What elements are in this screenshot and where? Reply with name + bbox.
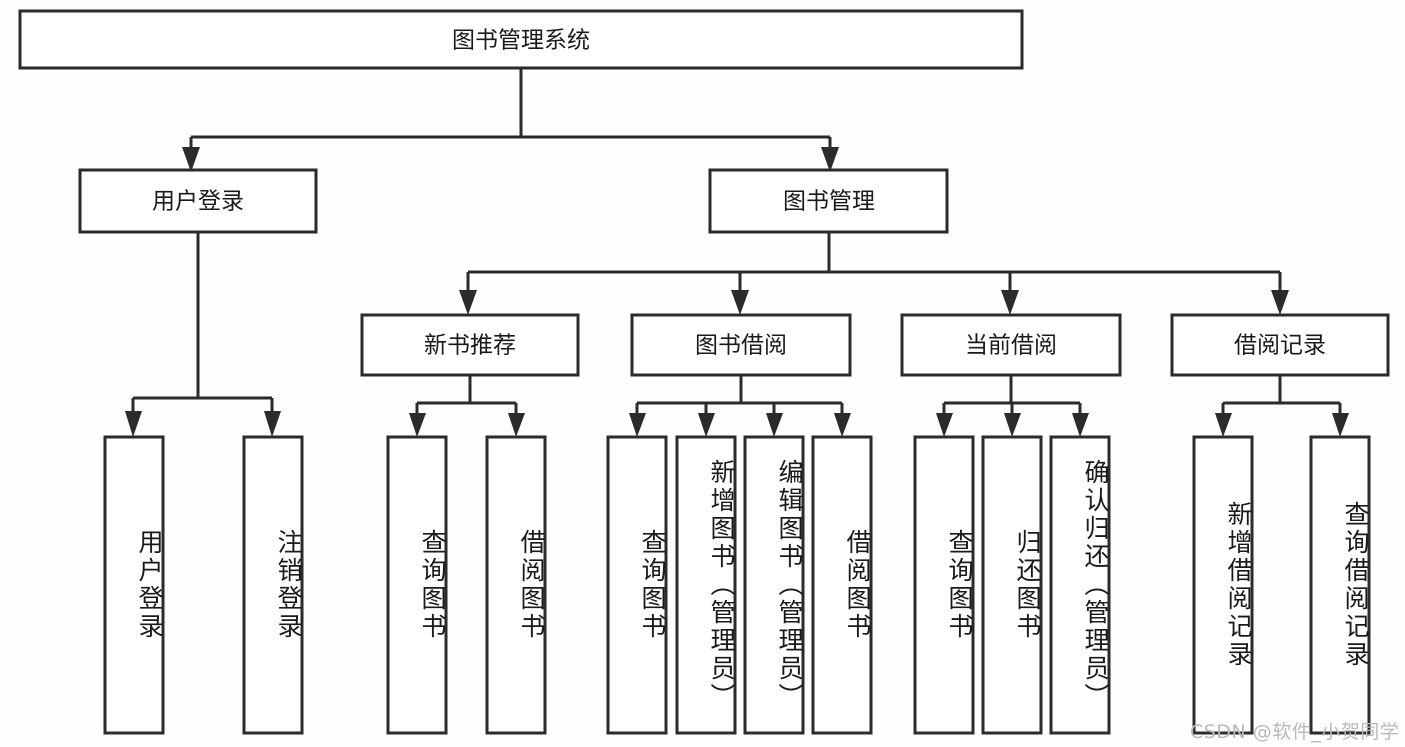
node-borrow-record[interactable]: 借阅记录	[1170, 313, 1390, 377]
leaf-add-book-box[interactable]	[675, 435, 737, 735]
node-new-book-recommend[interactable]: 新书推荐	[360, 313, 580, 377]
arrow-head-icon	[1332, 413, 1349, 437]
node-current-borrow-label: 当前借阅	[965, 333, 1057, 359]
leaf-return-book-box[interactable]	[981, 435, 1043, 735]
node-root-label: 图书管理系统	[452, 28, 590, 54]
arrow-head-icon	[936, 413, 953, 437]
arrow-head-icon	[125, 411, 142, 437]
node-current-borrow[interactable]: 当前借阅	[900, 313, 1122, 377]
arrow-head-icon	[1215, 413, 1232, 437]
node-current-borrow-box[interactable]	[900, 313, 1122, 377]
leaf-edit-book-box[interactable]	[743, 435, 805, 735]
arrow-head-icon	[182, 147, 200, 172]
leaf-borrow-book-box[interactable]	[811, 435, 873, 735]
connector-recommend-to-leaves	[415, 375, 518, 418]
node-user-login-label: 用户登录	[152, 189, 244, 215]
node-user-login[interactable]: 用户登录	[78, 168, 318, 234]
arrow-head-icon	[508, 413, 525, 437]
node-user-login-box[interactable]	[78, 168, 318, 234]
arrow-head-icon	[698, 413, 715, 437]
node-borrow-record-box[interactable]	[1170, 313, 1390, 377]
arrow-head-icon	[731, 290, 749, 315]
connector-record-to-leaves	[1221, 375, 1342, 418]
connector-root-to-level2	[189, 68, 832, 152]
arrow-head-icon	[1004, 413, 1021, 437]
arrow-head-icon	[264, 411, 281, 437]
node-layer: 图书管理系统 用户登录 图书管理 新书推荐 图书借阅	[18, 9, 1390, 735]
node-root[interactable]: 图书管理系统	[18, 9, 1024, 70]
leaf-logout-box[interactable]	[242, 435, 304, 735]
leaf-user-login-box[interactable]	[103, 435, 165, 735]
connector-layer	[125, 68, 1349, 437]
node-book-management[interactable]: 图书管理	[708, 168, 949, 234]
arrow-head-icon	[459, 290, 477, 315]
node-new-book-recommend-label: 新书推荐	[424, 333, 516, 359]
arrow-head-icon	[834, 413, 851, 437]
node-borrow-record-label: 借阅记录	[1234, 333, 1326, 359]
connector-borrow-to-leaves	[635, 375, 844, 418]
node-book-borrow-label: 图书借阅	[695, 333, 787, 359]
node-new-book-recommend-box[interactable]	[360, 313, 580, 377]
leaf-query-book-current-box[interactable]	[913, 435, 975, 735]
leaf-add-record-box[interactable]	[1192, 435, 1254, 735]
leaf-query-record-box[interactable]	[1309, 435, 1371, 735]
arrow-head-icon	[766, 413, 783, 437]
node-book-management-label: 图书管理	[783, 189, 875, 215]
node-book-borrow[interactable]: 图书借阅	[630, 313, 852, 377]
node-root-box[interactable]	[18, 9, 1024, 70]
node-book-borrow-box[interactable]	[630, 313, 852, 377]
leaf-borrow-book-recommend-box[interactable]	[485, 435, 547, 735]
arrow-head-icon	[409, 413, 426, 437]
leaf-query-book-recommend-box[interactable]	[386, 435, 448, 735]
connector-bookmgmt-to-level3	[466, 232, 1282, 292]
arrow-head-icon	[629, 413, 646, 437]
arrow-head-icon	[1271, 290, 1289, 315]
arrow-head-icon	[1001, 290, 1019, 315]
connector-current-to-leaves	[942, 375, 1082, 418]
leaf-query-book-borrow-box[interactable]	[606, 435, 668, 735]
node-book-management-box[interactable]	[708, 168, 949, 234]
connector-userlogin-to-leaves	[131, 232, 274, 415]
leaf-confirm-return-box[interactable]	[1049, 435, 1111, 735]
arrow-head-icon	[821, 147, 839, 172]
csdn-watermark: CSDN @软件_小贺同学	[1190, 721, 1400, 743]
arrow-head-icon	[1072, 413, 1089, 437]
